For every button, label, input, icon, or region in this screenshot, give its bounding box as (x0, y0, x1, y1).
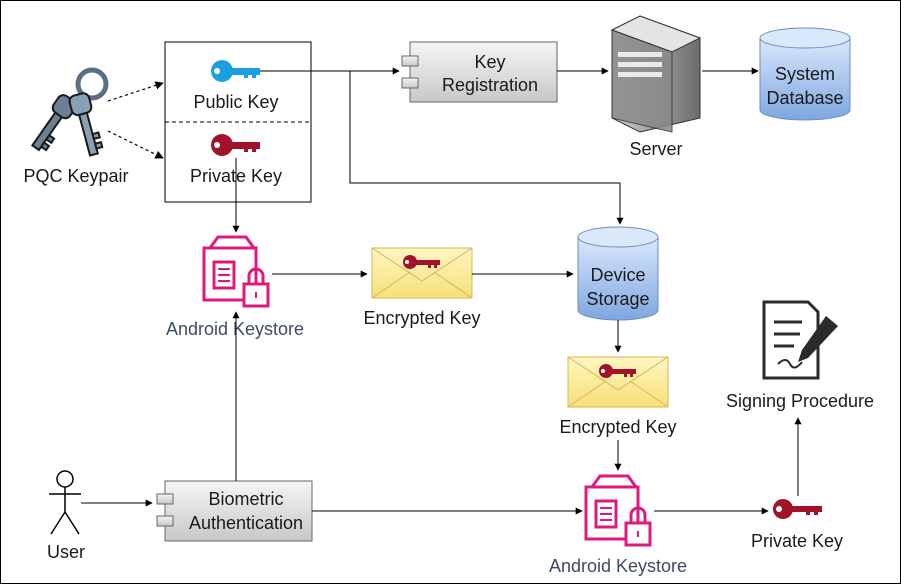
key-registration-label-2: Registration (442, 75, 538, 95)
keypair-to-public-arrow (107, 81, 164, 102)
server-label: Server (629, 139, 682, 159)
encrypted-key-mid-label: Encrypted Key (559, 417, 676, 437)
biometric-label-1: Biometric (208, 489, 283, 509)
keystore-icon (584, 474, 652, 547)
system-database-label-2: Database (766, 88, 843, 108)
envelope-icon (371, 247, 473, 299)
system-database-label-1: System (775, 64, 835, 84)
pqc-keypair-label: PQC Keypair (23, 166, 128, 186)
encrypted-key-top-label: Encrypted Key (363, 308, 480, 328)
private-key-icon (211, 134, 260, 156)
device-storage-label-1: Device (590, 265, 645, 285)
component-icon (401, 55, 419, 67)
android-keystore-top-label: Android Keystore (166, 319, 304, 339)
key-registration-label-1: Key (474, 52, 505, 72)
envelope-icon (567, 356, 669, 408)
private-key-bottom-label: Private Key (751, 531, 843, 551)
database-icon (759, 27, 851, 121)
public-to-device-storage-arrow (349, 71, 624, 225)
document-sign-icon (762, 300, 838, 380)
keys-icon (30, 67, 109, 157)
biometric-authentication-component (156, 480, 313, 542)
android-keystore-bottom-label: Android Keystore (549, 556, 687, 576)
private-key-icon (773, 499, 822, 519)
keystore-icon (202, 235, 270, 308)
component-icon (156, 493, 174, 505)
public-key-icon (211, 60, 260, 82)
signing-procedure-label: Signing Procedure (726, 391, 874, 411)
user-label: User (47, 542, 85, 562)
user-icon (49, 470, 81, 535)
device-storage-icon (577, 226, 659, 321)
server-icon (610, 15, 702, 133)
public-key-label: Public Key (193, 92, 278, 112)
key-registration-component (401, 41, 558, 103)
device-storage-label-2: Storage (586, 289, 649, 309)
keypair-to-private-arrow (107, 130, 164, 159)
biometric-label-2: Authentication (189, 513, 303, 533)
